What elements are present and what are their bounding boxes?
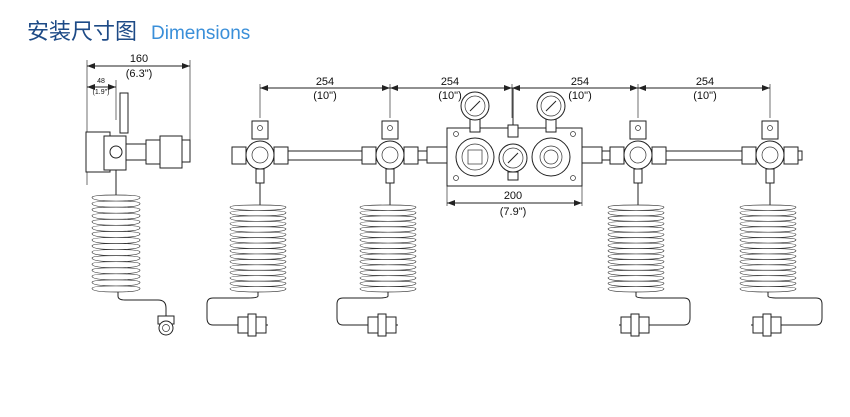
regulator-knob-icon — [455, 137, 495, 177]
title-english: Dimensions — [151, 23, 251, 44]
hose-fitting-icon — [752, 313, 782, 337]
coil-loops — [607, 204, 665, 293]
dim-side-offset-inch: (1.9") — [93, 89, 110, 96]
hose-fitting-icon — [367, 313, 397, 337]
hose-fitting-icon — [620, 313, 650, 337]
front-view: 254 (10") 254 (10") 254 (10") 254 (10") — [206, 76, 823, 337]
shutoff-valve-icon — [755, 140, 785, 170]
coil-hose-side — [91, 194, 141, 293]
shutoff-valve-icon — [623, 140, 653, 170]
dim-side-offset-mm: 48 — [97, 78, 105, 85]
dim-side-overall-mm: 160 — [130, 53, 148, 65]
shutoff-valve-icon — [375, 140, 405, 170]
changeover-valve-icon — [531, 137, 571, 177]
outlet-station-3 — [607, 120, 691, 337]
mount-bracket-icon — [381, 120, 399, 140]
hose-fitting-icon — [237, 313, 267, 337]
coil-loops — [739, 204, 797, 293]
regulator-panel — [426, 88, 603, 187]
outlet-station-2 — [336, 120, 419, 337]
coil-loops — [229, 204, 287, 293]
mount-bracket-icon — [629, 120, 647, 140]
dim-spacing-3-inch: (10") — [568, 90, 591, 102]
dim-spacing-4-inch: (10") — [693, 90, 716, 102]
dim-panel-mm: 200 — [504, 190, 522, 202]
dim-spacing-1-mm: 254 — [316, 76, 334, 88]
dim-side-overall-inch: (6.3") — [126, 68, 153, 80]
dim-spacing-3-mm: 254 — [571, 76, 589, 88]
dim-panel-inch: (7.9") — [500, 206, 527, 218]
dim-spacing-2-inch: (10") — [438, 90, 461, 102]
dim-spacing-1-inch: (10") — [313, 90, 336, 102]
gauge-side-icon — [119, 92, 129, 134]
side-view: 160 (6.3") 48 (1.9") — [85, 53, 191, 336]
coil-loops — [91, 194, 141, 293]
dim-spacing-4-mm: 254 — [696, 76, 714, 88]
outlet-station-4 — [739, 120, 823, 337]
shutoff-valve-icon — [245, 140, 275, 170]
dim-spacing-2-mm: 254 — [441, 76, 459, 88]
outlet-station-1 — [206, 120, 289, 337]
page-title: 安装尺寸图 Dimensions — [27, 14, 250, 46]
coil-loops — [359, 204, 417, 293]
title-chinese: 安装尺寸图 — [27, 20, 138, 45]
mount-bracket-icon — [761, 120, 779, 140]
mount-bracket-icon — [251, 120, 269, 140]
